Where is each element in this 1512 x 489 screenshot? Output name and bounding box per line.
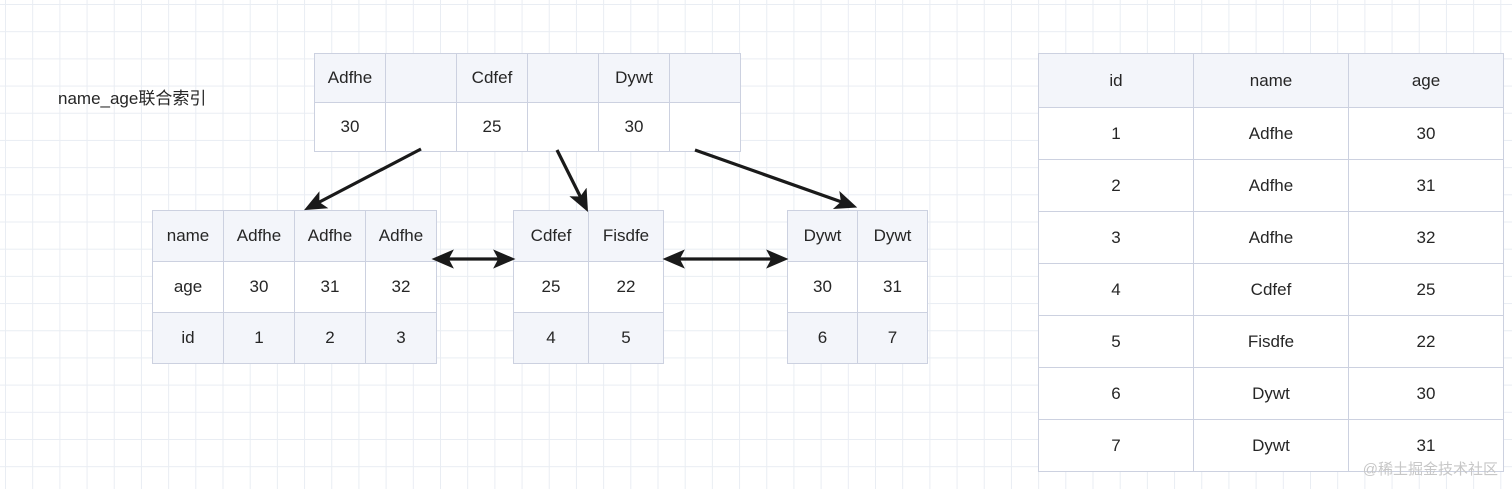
record-age: 32 <box>1348 211 1504 264</box>
leaf-node-1-row-name: name Adfhe Adfhe Adfhe <box>152 210 437 262</box>
records-table-head: id name age <box>1038 53 1504 108</box>
record-age: 31 <box>1348 159 1504 212</box>
leaf1-cell-1-2: 31 <box>294 261 366 313</box>
leaf1-cell-2-0: id <box>152 312 224 364</box>
leaf-node-3: Dywt Dywt 30 31 6 7 <box>787 210 928 364</box>
record-id: 2 <box>1038 159 1194 212</box>
records-table-header-row: id name age <box>1038 53 1504 108</box>
table-row: 3 Adfhe 32 <box>1038 211 1504 264</box>
arrow-root-to-leaf2 <box>555 149 589 213</box>
leaf3-cell-0-1: Dywt <box>857 210 928 262</box>
record-name: Cdfef <box>1193 263 1349 316</box>
root-cell-value-1 <box>385 102 457 152</box>
leaf2-cell-0-1: Fisdfe <box>588 210 664 262</box>
leaf-node-3-row-name: Dywt Dywt <box>787 210 928 262</box>
leaf-node-3-row-id: 6 7 <box>787 312 928 364</box>
table-row: 6 Dywt 30 <box>1038 367 1504 420</box>
leaf-node-3-row-age: 30 31 <box>787 261 928 313</box>
record-id: 6 <box>1038 367 1194 420</box>
leaf2-cell-1-0: 25 <box>513 261 589 313</box>
leaf2-cell-1-1: 22 <box>588 261 664 313</box>
leaf-node-3-table: Dywt Dywt 30 31 6 7 <box>787 210 928 364</box>
record-id: 3 <box>1038 211 1194 264</box>
record-id: 4 <box>1038 263 1194 316</box>
record-name: Fisdfe <box>1193 315 1349 368</box>
records-col-header-id: id <box>1038 53 1194 108</box>
root-index-node: Adfhe Cdfef Dywt 30 25 30 <box>314 53 741 152</box>
leaf-node-2-table: Cdfef Fisdfe 25 22 4 5 <box>513 210 664 364</box>
root-cell-key-0: Adfhe <box>314 53 386 103</box>
leaf1-cell-2-1: 1 <box>223 312 295 364</box>
leaf1-cell-1-3: 32 <box>365 261 437 313</box>
root-node-row-keys: Adfhe Cdfef Dywt <box>314 53 741 103</box>
root-cell-key-5 <box>669 53 741 103</box>
leaf1-cell-0-0: name <box>152 210 224 262</box>
root-cell-value-4: 30 <box>598 102 670 152</box>
leaf1-cell-1-0: age <box>152 261 224 313</box>
leaf3-cell-1-1: 31 <box>857 261 928 313</box>
leaf2-cell-2-1: 5 <box>588 312 664 364</box>
leaf3-cell-2-0: 6 <box>787 312 858 364</box>
index-label: name_age联合索引 <box>58 89 207 108</box>
leaf1-cell-0-1: Adfhe <box>223 210 295 262</box>
leaf-node-2-row-name: Cdfef Fisdfe <box>513 210 664 262</box>
root-node-table: Adfhe Cdfef Dywt 30 25 30 <box>314 53 741 152</box>
leaf-node-2: Cdfef Fisdfe 25 22 4 5 <box>513 210 664 364</box>
root-cell-key-4: Dywt <box>598 53 670 103</box>
leaf-node-1-row-age: age 30 31 32 <box>152 261 437 313</box>
root-cell-value-2: 25 <box>456 102 528 152</box>
arrow-root-to-leaf1 <box>304 147 422 211</box>
root-cell-key-3 <box>527 53 599 103</box>
leaf3-cell-2-1: 7 <box>857 312 928 364</box>
record-age: 22 <box>1348 315 1504 368</box>
record-age: 30 <box>1348 107 1504 160</box>
record-name: Dywt <box>1193 419 1349 472</box>
watermark: @稀土掘金技术社区 <box>1362 461 1498 478</box>
table-row: 1 Adfhe 30 <box>1038 107 1504 160</box>
root-cell-value-0: 30 <box>314 102 386 152</box>
root-cell-key-2: Cdfef <box>456 53 528 103</box>
leaf3-cell-0-0: Dywt <box>787 210 858 262</box>
records-col-header-age: age <box>1348 53 1504 108</box>
leaf-node-2-row-id: 4 5 <box>513 312 664 364</box>
table-row: 4 Cdfef 25 <box>1038 263 1504 316</box>
leaf1-cell-0-2: Adfhe <box>294 210 366 262</box>
records-table: id name age 1 Adfhe 30 2 Adfhe 31 3 Adfh… <box>1038 53 1504 472</box>
arrow-root-to-leaf3 <box>694 148 858 210</box>
record-id: 7 <box>1038 419 1194 472</box>
root-node-row-values: 30 25 30 <box>314 102 741 152</box>
leaf1-cell-2-3: 3 <box>365 312 437 364</box>
record-age: 25 <box>1348 263 1504 316</box>
leaf2-cell-2-0: 4 <box>513 312 589 364</box>
record-id: 5 <box>1038 315 1194 368</box>
leaf-node-2-row-age: 25 22 <box>513 261 664 313</box>
leaf1-cell-0-3: Adfhe <box>365 210 437 262</box>
root-cell-value-5 <box>669 102 741 152</box>
leaf-node-1-table: name Adfhe Adfhe Adfhe age 30 31 32 id 1… <box>152 210 437 364</box>
record-name: Adfhe <box>1193 107 1349 160</box>
table-row: 7 Dywt 31 <box>1038 419 1504 472</box>
record-name: Dywt <box>1193 367 1349 420</box>
leaf-node-1: name Adfhe Adfhe Adfhe age 30 31 32 id 1… <box>152 210 437 364</box>
leaf-node-1-row-id: id 1 2 3 <box>152 312 437 364</box>
leaf1-cell-2-2: 2 <box>294 312 366 364</box>
leaf2-cell-0-0: Cdfef <box>513 210 589 262</box>
records-col-header-name: name <box>1193 53 1349 108</box>
root-cell-key-1 <box>385 53 457 103</box>
record-age: 31 <box>1348 419 1504 472</box>
root-cell-value-3 <box>527 102 599 152</box>
table-row: 2 Adfhe 31 <box>1038 159 1504 212</box>
table-row: 5 Fisdfe 22 <box>1038 315 1504 368</box>
records-table-body: 1 Adfhe 30 2 Adfhe 31 3 Adfhe 32 4 Cdfef… <box>1038 107 1504 472</box>
record-name: Adfhe <box>1193 159 1349 212</box>
leaf3-cell-1-0: 30 <box>787 261 858 313</box>
record-name: Adfhe <box>1193 211 1349 264</box>
record-id: 1 <box>1038 107 1194 160</box>
leaf1-cell-1-1: 30 <box>223 261 295 313</box>
record-age: 30 <box>1348 367 1504 420</box>
